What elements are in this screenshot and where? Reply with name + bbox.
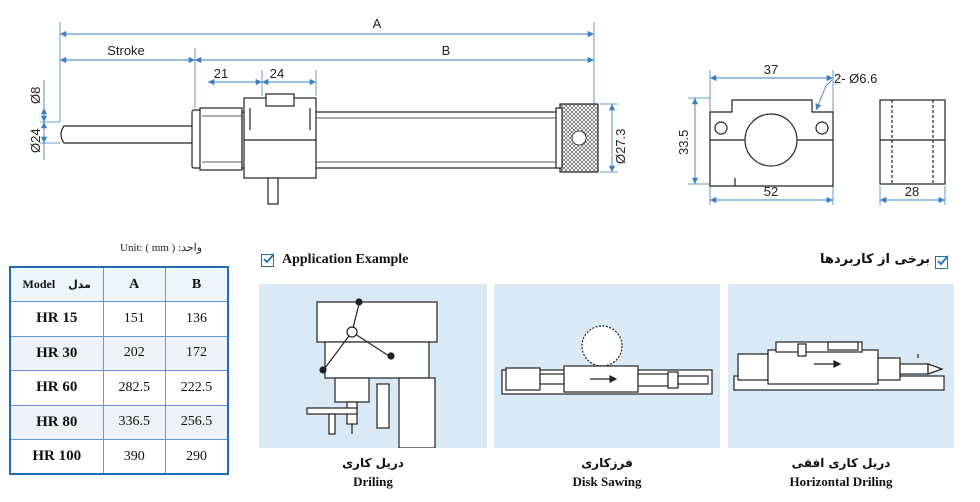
caption-disk-sawing-fa: فرزکاری xyxy=(581,456,633,470)
horizontal-drill-illustration xyxy=(733,341,945,391)
header-model-en: Model xyxy=(22,277,56,291)
clamp-side-view xyxy=(879,99,946,185)
cell-model: HR 60 xyxy=(9,370,104,406)
dim-b-label: B xyxy=(442,43,451,58)
dim-hole-label: 2- Ø6.6 xyxy=(834,71,877,86)
dim-24-label: 24 xyxy=(270,66,284,81)
caption-horizontal-drilling-fa: دریل کاری افقی xyxy=(791,456,891,470)
dim-37-label: 37 xyxy=(764,62,778,77)
header-a: A xyxy=(102,266,166,302)
checkbox-icon xyxy=(935,255,948,269)
table-row: HR 30 202 172 xyxy=(9,335,229,371)
cell-model: HR 100 xyxy=(9,439,104,475)
cell-b: 222.5 xyxy=(164,370,229,406)
dim-28-label: 28 xyxy=(905,184,919,199)
clamp-front-view xyxy=(709,99,834,187)
panel-drilling xyxy=(259,284,487,449)
cell-a: 151 xyxy=(102,301,166,337)
cell-a: 282.5 xyxy=(102,370,166,406)
dim-d24-label: Ø24 xyxy=(28,128,43,153)
cell-b: 172 xyxy=(164,335,229,371)
application-title-fa: برخی از کاربردها xyxy=(820,252,930,267)
caption-drilling-fa: دریل کاری xyxy=(342,456,404,470)
table-row: HR 80 336.5 256.5 xyxy=(9,404,229,440)
cylinder-side-view xyxy=(60,93,599,205)
header-b: B xyxy=(164,266,229,302)
caption-disk-sawing-en: Disk Sawing xyxy=(572,474,642,489)
caption-horizontal-drilling-en: Horizontal Driling xyxy=(789,474,893,489)
unit-label: Unit: ( mm ) :واحد xyxy=(120,242,203,254)
checkbox-icon xyxy=(261,253,274,267)
dim-335-label: 33.5 xyxy=(676,130,691,155)
panel-disk-sawing xyxy=(494,284,720,448)
table-row: HR 100 390 290 xyxy=(9,439,229,475)
cell-model: HR 80 xyxy=(9,404,104,440)
application-title-en: Application Example xyxy=(282,252,409,267)
cell-model: HR 15 xyxy=(9,301,104,337)
table-header-row: Model مدل A B xyxy=(9,266,229,302)
drill-press-illustration xyxy=(306,298,438,449)
cell-b: 136 xyxy=(164,301,229,337)
cell-a: 336.5 xyxy=(102,404,166,440)
cell-model: HR 30 xyxy=(9,335,104,371)
caption-drilling-en: Driling xyxy=(353,474,393,489)
disk-saw-illustration xyxy=(501,325,713,395)
dim-21-label: 21 xyxy=(214,66,228,81)
header-model-fa: مدل xyxy=(68,278,91,291)
header-model: Model مدل xyxy=(9,266,104,302)
dim-stroke-label: Stroke xyxy=(107,43,145,58)
dim-a-label: A xyxy=(373,16,382,31)
cell-b: 290 xyxy=(164,439,229,475)
table-row: HR 60 282.5 222.5 xyxy=(9,370,229,406)
cell-b: 256.5 xyxy=(164,404,229,440)
dim-52-label: 52 xyxy=(764,184,778,199)
cell-a: 202 xyxy=(102,335,166,371)
technical-drawing: A Stroke B 21 24 Ø8 Ø24 Ø27.3 37 2- Ø6.6… xyxy=(28,16,946,205)
table-row: HR 15 151 136 xyxy=(9,301,229,337)
panel-horizontal-drilling xyxy=(728,284,954,448)
dim-d273-label: Ø27.3 xyxy=(613,129,628,164)
cell-a: 390 xyxy=(102,439,166,475)
dim-d8-label: Ø8 xyxy=(28,87,43,104)
spec-table: Model مدل A B HR 15 151 136 HR 30 202 17… xyxy=(9,266,229,475)
